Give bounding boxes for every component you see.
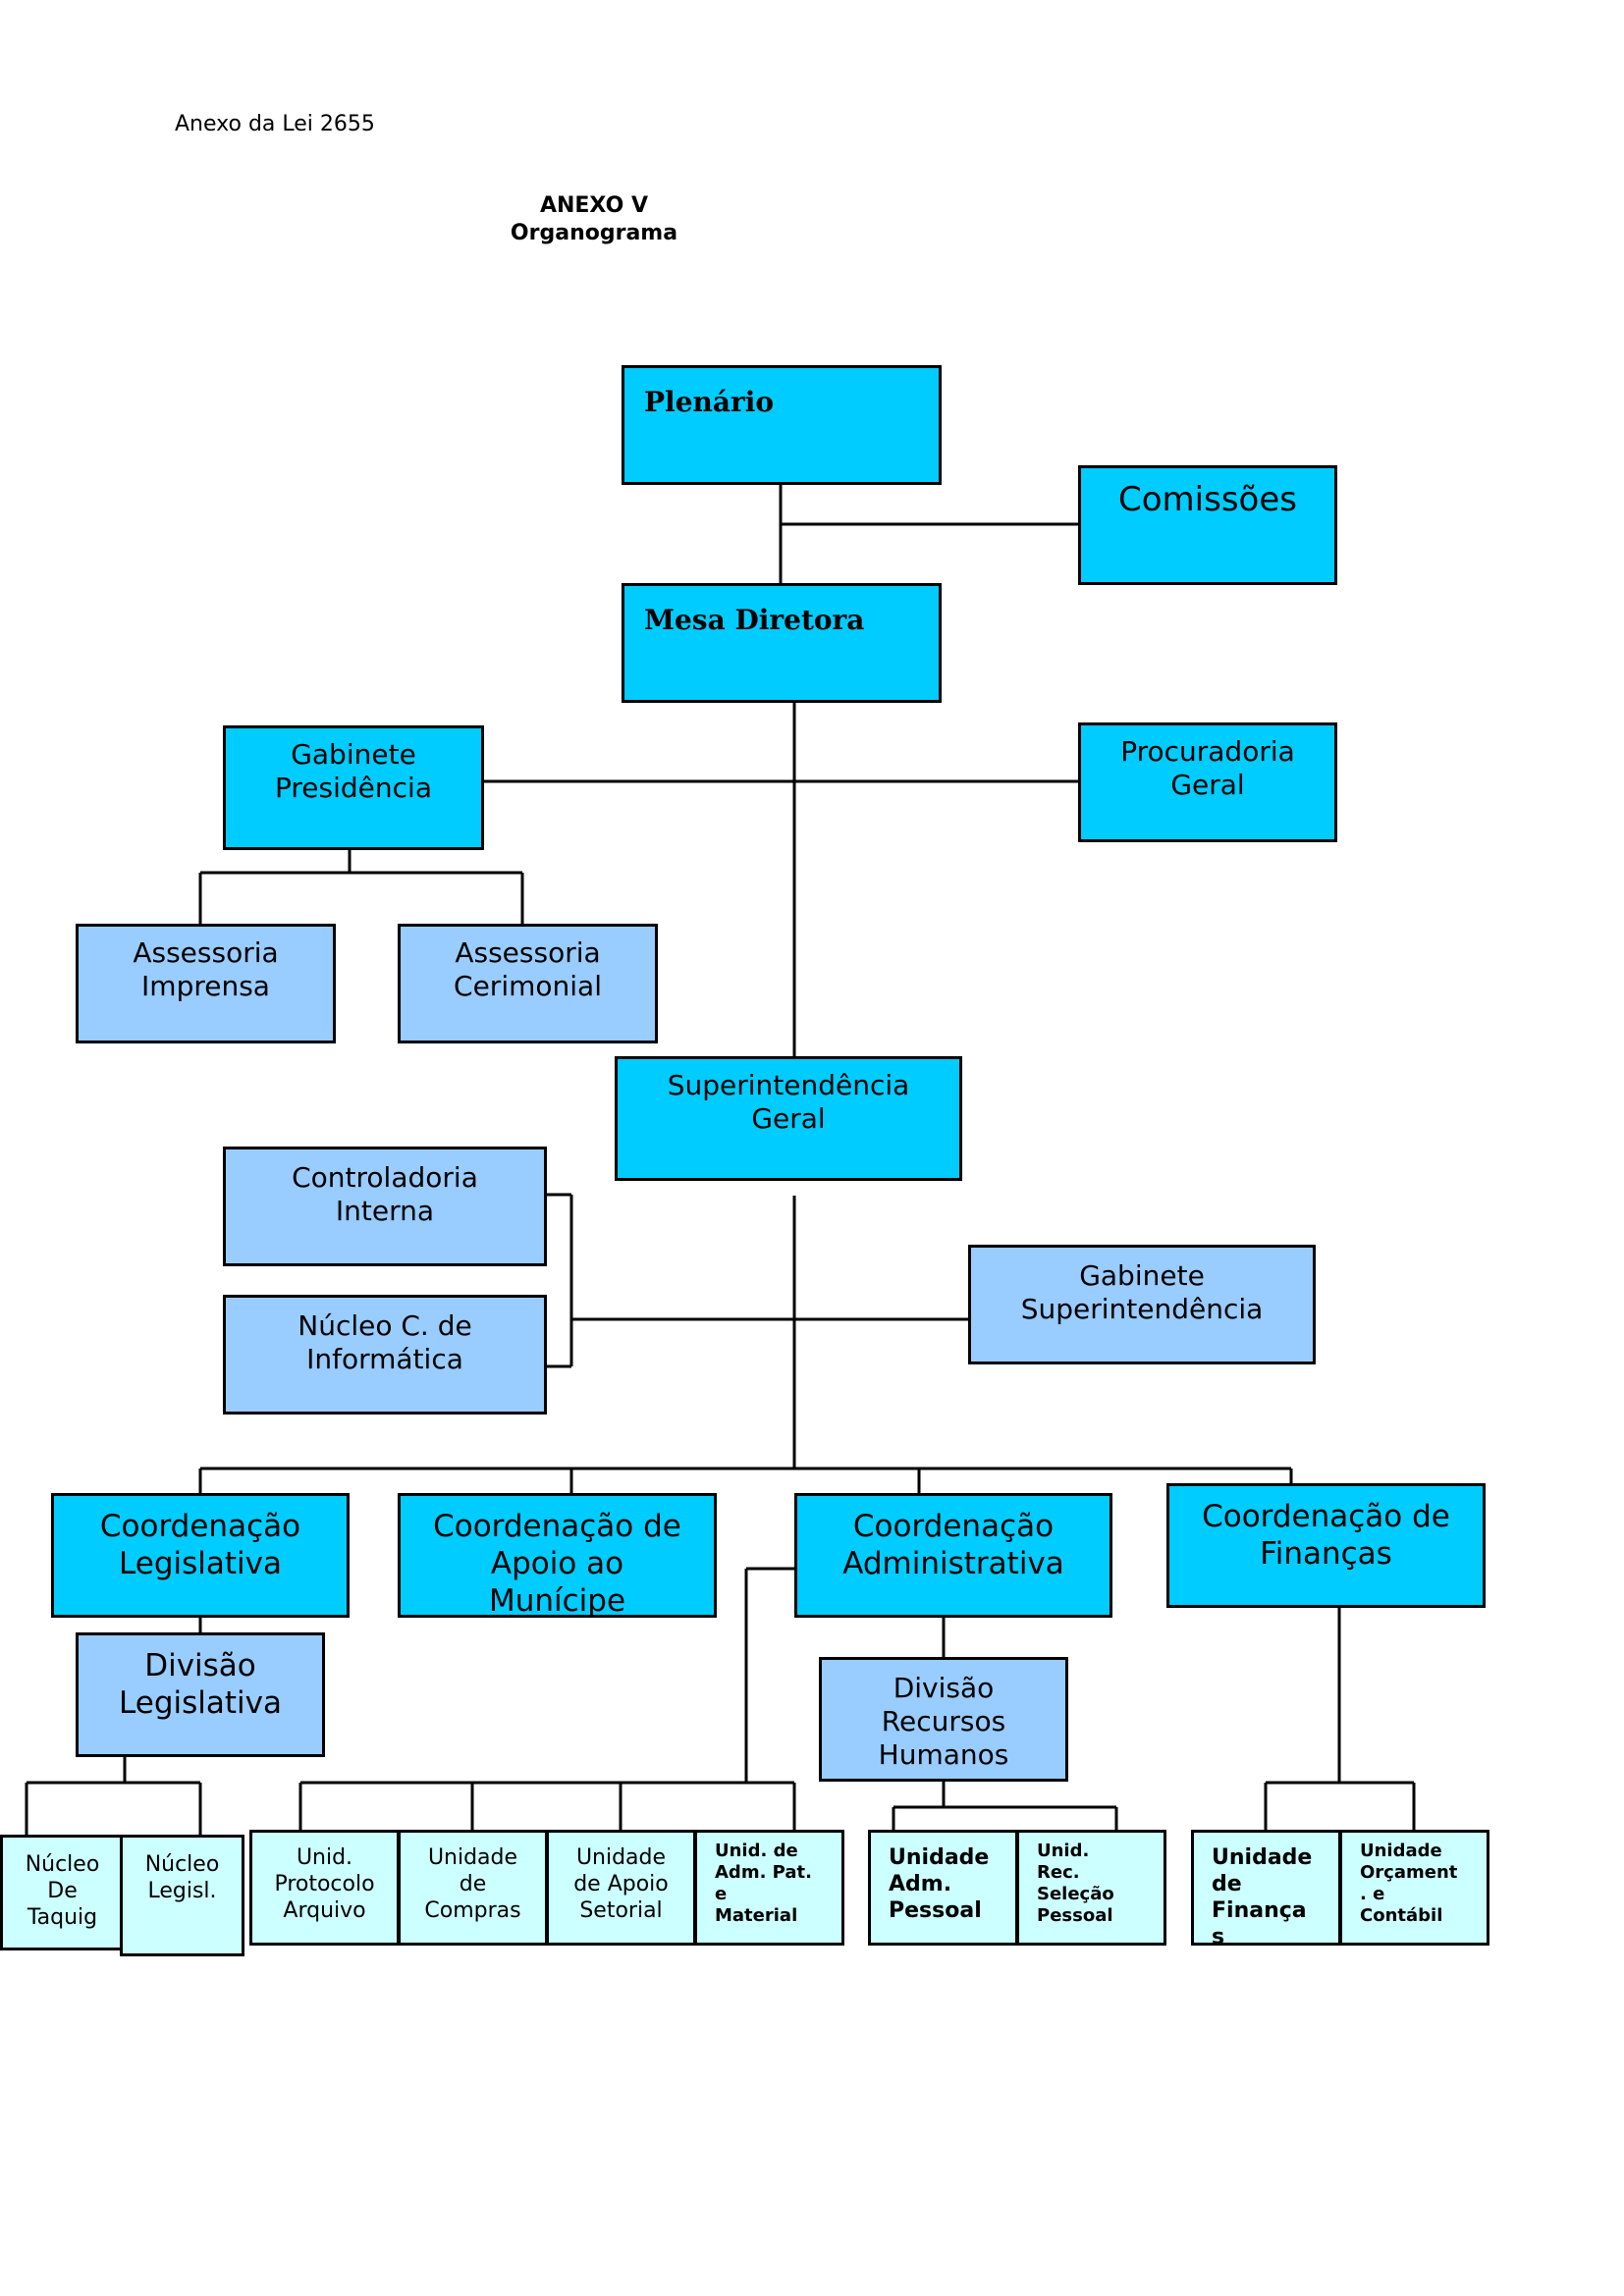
node-label-line: Pessoal xyxy=(889,1898,982,1923)
node-label-line: Legislativa xyxy=(119,1546,282,1581)
node-label-line: Coordenação xyxy=(852,1509,1055,1544)
node-label-line: Comissões xyxy=(1118,480,1297,519)
node-label-line: Coordenação de xyxy=(1202,1499,1450,1534)
node-label-line: Geral xyxy=(751,1102,826,1135)
node-label-line: de xyxy=(459,1872,487,1896)
node-label-line: Imprensa xyxy=(141,970,270,1002)
node-label-line: Unid. xyxy=(296,1845,353,1870)
node-label-line: Apoio ao xyxy=(490,1546,624,1581)
node-label-line: Adm. xyxy=(889,1872,952,1896)
annex-title: ANEXO V Organograma xyxy=(0,192,1188,247)
chart-title: Organograma xyxy=(510,221,678,245)
node-label-line: Unidade xyxy=(575,1845,667,1870)
node-label-line: Adm. Pat. xyxy=(715,1862,812,1883)
node-label-line: Legislativa xyxy=(119,1685,282,1721)
node-label-line: Assessoria xyxy=(133,936,279,969)
node-label-line: Rec. xyxy=(1037,1862,1080,1883)
node-label-line: Geral xyxy=(1170,769,1245,801)
node-label-line: Unidade xyxy=(1212,1845,1313,1870)
node-label-line: Cerimonial xyxy=(454,970,602,1002)
node-label-line: Plenário xyxy=(644,386,775,418)
node-label-line: Finança xyxy=(1212,1898,1307,1923)
node-label-line: Gabinete xyxy=(1079,1259,1205,1292)
node-label-line: Recursos xyxy=(881,1705,1006,1737)
node-label-line: Humanos xyxy=(878,1738,1009,1771)
node-label-line: Legisl. xyxy=(147,1879,217,1903)
node-label-line: Taquig xyxy=(27,1905,98,1930)
node-label-line: Presidência xyxy=(275,772,432,804)
node-label-line: Orçament xyxy=(1360,1862,1458,1883)
node-label-line: Mesa Diretora xyxy=(644,604,865,636)
node-label-line: Protocolo xyxy=(274,1872,375,1896)
node-label-line: Contábil xyxy=(1360,1905,1443,1926)
node-label-line: . e xyxy=(1360,1884,1385,1904)
node-label-line: Coordenação de xyxy=(433,1509,681,1544)
node-label-line: Gabinete xyxy=(291,738,416,771)
node-label-line: de Apoio xyxy=(573,1872,669,1896)
node-label-line: Interna xyxy=(335,1195,435,1227)
node-label-line: Superintendência xyxy=(667,1069,910,1101)
node-label-line: Compras xyxy=(424,1898,521,1923)
annex-number: ANEXO V xyxy=(539,193,649,218)
node-label-line: De xyxy=(47,1879,78,1903)
node-label-line: Informática xyxy=(306,1343,463,1375)
node-label-line: Núcleo xyxy=(144,1852,220,1877)
node-label-line: Munícipe xyxy=(488,1583,626,1618)
node-label-line: Assessoria xyxy=(455,936,601,969)
node-label-line: Núcleo C. de xyxy=(298,1309,472,1342)
law-annex-header: Anexo da Lei 2655 xyxy=(175,112,375,136)
node-label-line: Unidade xyxy=(1360,1841,1442,1861)
node-plenario: Plenário xyxy=(622,365,942,485)
node-label-line: Controladoria xyxy=(292,1161,478,1194)
node-label-line: Pessoal xyxy=(1037,1905,1113,1926)
node-mesa: Mesa Diretora xyxy=(622,583,942,703)
node-label-line: Arquivo xyxy=(283,1898,366,1923)
node-label-line: Finanças xyxy=(1260,1536,1392,1572)
node-label-line: Material xyxy=(715,1905,798,1926)
node-label-line: de xyxy=(1212,1872,1242,1896)
node-comissoes: Comissões xyxy=(1078,465,1337,585)
node-label-line: Unid. de xyxy=(715,1841,798,1861)
node-label-line: Procuradoria xyxy=(1120,735,1295,768)
node-label-line: Divisão xyxy=(144,1648,256,1683)
node-label-line: Coordenação xyxy=(99,1509,301,1544)
node-label-line: e xyxy=(715,1884,728,1904)
node-label-line: Seleção xyxy=(1037,1884,1114,1904)
node-label-line: Unidade xyxy=(889,1845,990,1870)
node-label-line: Setorial xyxy=(579,1898,663,1923)
node-label-line: Núcleo xyxy=(25,1852,100,1877)
node-label-line: Superintendência xyxy=(1020,1293,1264,1325)
node-label-line: s xyxy=(1212,1925,1225,1946)
node-label-line: Administrativa xyxy=(842,1546,1064,1581)
node-label-line: Unid. xyxy=(1037,1841,1090,1861)
node-label-line: Unidade xyxy=(427,1845,518,1870)
node-label-line: Divisão xyxy=(893,1672,995,1704)
